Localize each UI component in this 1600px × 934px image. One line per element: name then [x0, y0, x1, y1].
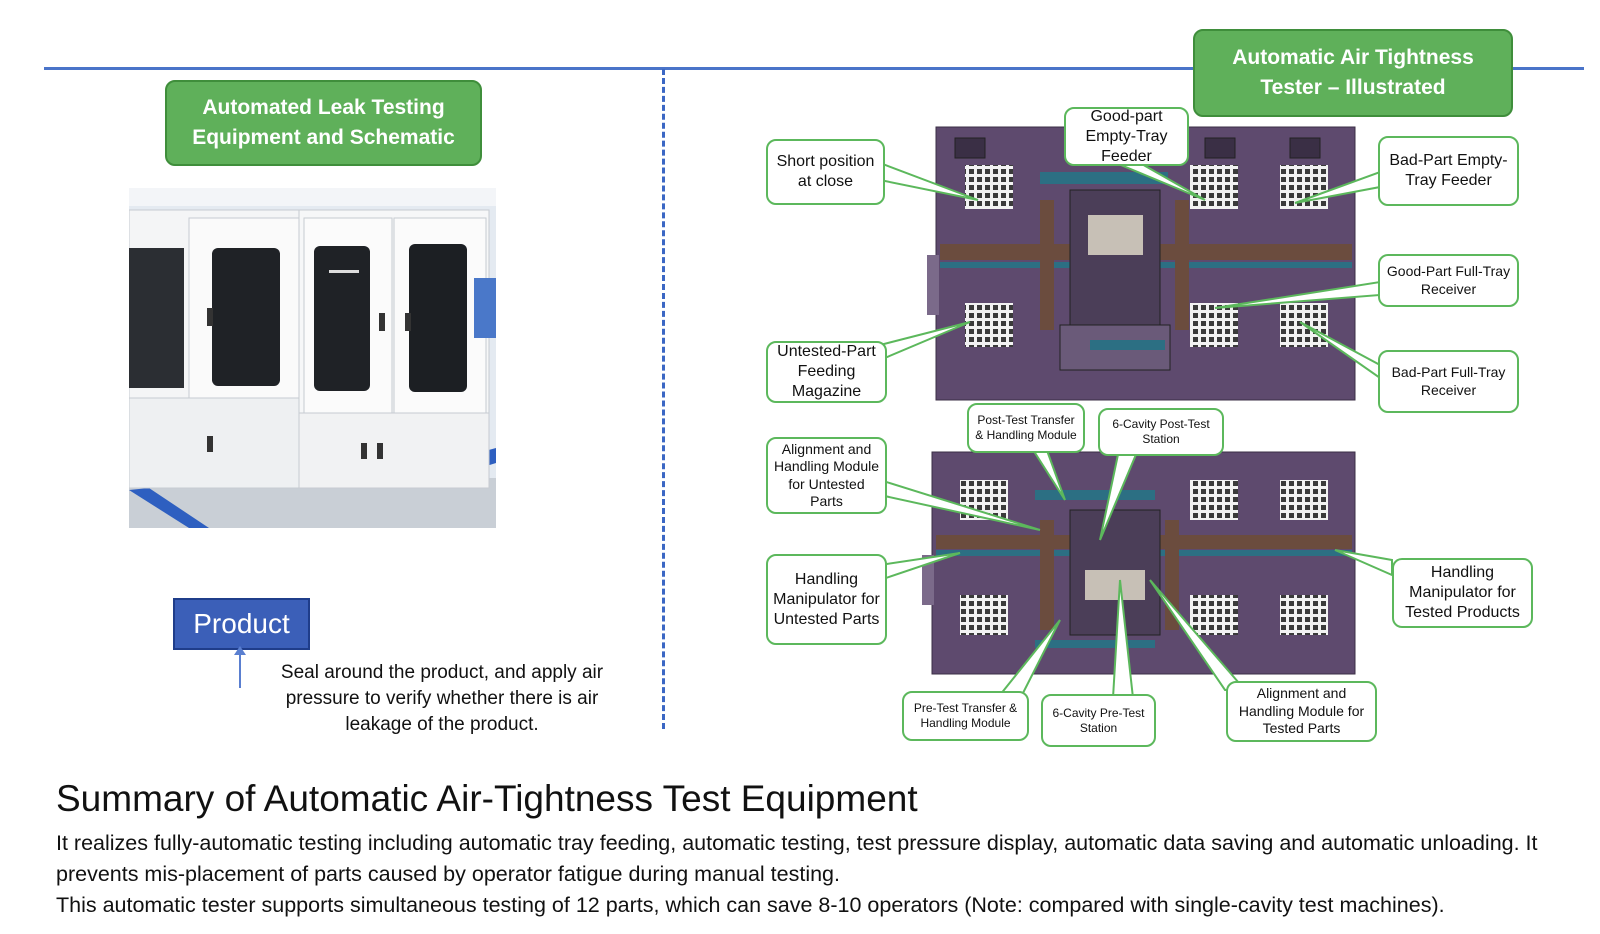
callout-six-cavity-post-test: 6-Cavity Post-Test Station [1098, 408, 1224, 456]
seal-description: Seal around the product, and apply air p… [280, 662, 604, 735]
callout-short-position: Short position at close [766, 139, 885, 205]
vertical-divider-line [662, 69, 665, 729]
summary-title: Summary of Automatic Air-Tightness Test … [56, 778, 918, 819]
summary-line-2: This automatic tester supports simultane… [56, 893, 1445, 917]
right-panel-title: Automatic Air Tightness Tester – Illustr… [1193, 29, 1513, 117]
product-label-box: Product [173, 598, 310, 650]
summary-line-1: It realizes fully-automatic testing incl… [56, 831, 1538, 886]
top-divider-line [44, 67, 1584, 70]
callout-bad-part-empty-tray: Bad-Part Empty-Tray Feeder [1378, 136, 1519, 206]
callout-manipulator-tested: Handling Manipulator for Tested Products [1392, 558, 1533, 628]
machine-top-view-lower [922, 451, 1356, 675]
product-arrow-line [239, 650, 241, 688]
callout-post-test-transfer: Post-Test Transfer & Handling Module [967, 403, 1085, 453]
callout-untested-feeding: Untested-Part Feeding Magazine [766, 341, 887, 403]
callout-alignment-tested: Alignment and Handling Module for Tested… [1226, 681, 1377, 742]
callout-leader-lines [879, 161, 1393, 699]
callout-manipulator-untested: Handling Manipulator for Untested Parts [766, 554, 887, 645]
callout-bad-part-full-tray: Bad-Part Full-Tray Receiver [1378, 350, 1519, 413]
summary-body: It realizes fully-automatic testing incl… [56, 828, 1586, 921]
equipment-photo [129, 188, 496, 528]
callout-pre-test-transfer: Pre-Test Transfer & Handling Module [902, 691, 1029, 741]
callout-six-cavity-pre-test: 6-Cavity Pre-Test Station [1041, 694, 1156, 747]
callout-good-part-empty-tray: Good-part Empty-Tray Feeder [1064, 107, 1189, 166]
left-panel-title: Automated Leak Testing Equipment and Sch… [165, 80, 482, 166]
callout-alignment-untested: Alignment and Handling Module for Untest… [766, 437, 887, 514]
callout-good-part-full-tray: Good-Part Full-Tray Receiver [1378, 254, 1519, 307]
